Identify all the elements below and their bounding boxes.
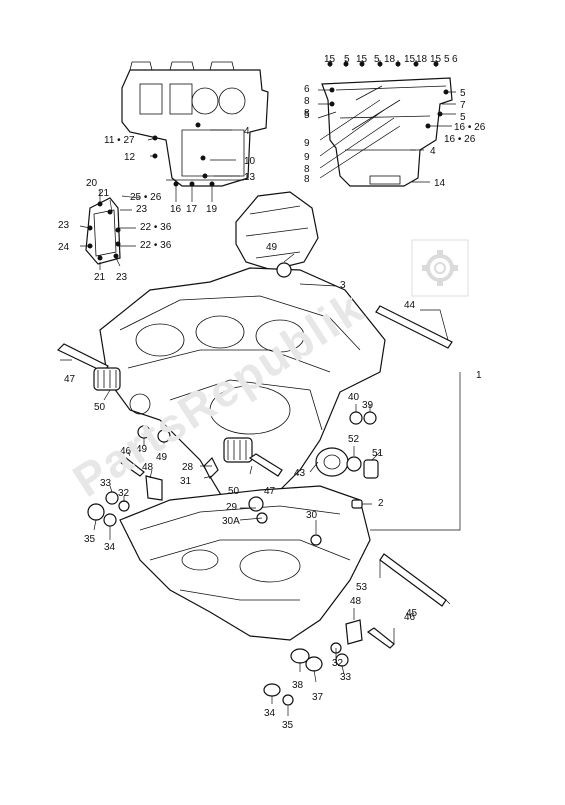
- part-label-l34b: 34: [264, 708, 276, 719]
- part-label-l37: 37: [312, 692, 324, 703]
- part-label-l13: 13: [244, 172, 256, 183]
- part-label-l47b: 47: [264, 486, 276, 497]
- part-label-l50b: 50: [228, 486, 240, 497]
- part-label-l30A: 30A: [222, 516, 240, 527]
- part-label-l32b: 32: [332, 658, 344, 669]
- part-label-l5d: 5: [460, 88, 466, 99]
- part-label-l21b: 21: [94, 272, 106, 283]
- part-label-l44: 44: [404, 300, 416, 311]
- part-label-l21a: 21: [98, 188, 110, 199]
- part-label-l17: 17: [186, 204, 198, 215]
- part-label-l6a: 6: [452, 54, 458, 65]
- part-label-l9a: 9: [304, 138, 310, 149]
- part-label-l12: 12: [124, 152, 136, 163]
- part-label-l14: 14: [434, 178, 446, 189]
- part-label-l10: 10: [244, 156, 256, 167]
- part-label-l15c: 15: [404, 54, 416, 65]
- part-label-l46b: 46: [404, 612, 416, 623]
- part-label-l19: 19: [206, 204, 218, 215]
- part-label-l28: 28: [182, 462, 194, 473]
- part-label-l48a: 48: [142, 462, 154, 473]
- clutch-side-cover: [235, 191, 319, 271]
- part-label-l1: 1: [476, 370, 482, 381]
- part-label-l52: 52: [348, 434, 360, 445]
- part-label-l8b: 8: [304, 108, 310, 119]
- part-label-l53: 53: [356, 582, 368, 593]
- part-label-l1127: 11 • 27: [104, 135, 135, 146]
- part-label-l2526: 25 • 26: [130, 192, 162, 203]
- part-label-l3: 3: [340, 280, 346, 291]
- part-label-l39: 39: [362, 400, 374, 411]
- part-label-l50a: 50: [94, 402, 106, 413]
- part-label-l40: 40: [348, 392, 360, 403]
- part-label-l5f: 5: [304, 110, 310, 121]
- part-label-l5e: 5: [460, 112, 466, 123]
- part-label-l51: 51: [372, 448, 384, 459]
- upper-crankcase-side-view: [121, 61, 269, 187]
- part-label-l49a: 49: [266, 242, 278, 253]
- part-label-l49c: 49: [156, 452, 168, 463]
- part-label-l38: 38: [292, 680, 304, 691]
- part-label-l15a: 15: [324, 54, 336, 65]
- part-label-l23b: 23: [58, 220, 70, 231]
- part-label-l35a: 35: [84, 534, 96, 545]
- part-label-l18b: 18: [416, 54, 428, 65]
- part-label-l46a: 46: [120, 446, 132, 457]
- part-label-l2: 2: [378, 498, 384, 509]
- part-label-l8a: 8: [304, 96, 310, 107]
- part-label-l43: 43: [294, 468, 306, 479]
- part-label-l5b: 5: [374, 54, 380, 65]
- part-label-l49b: 49: [136, 444, 148, 455]
- part-label-l8d: 8: [304, 174, 310, 185]
- part-label-l5a: 5: [344, 54, 350, 65]
- part-label-l6b: 6: [304, 84, 310, 95]
- gear-icon: [422, 250, 458, 286]
- part-label-l33b: 33: [340, 672, 352, 683]
- part-label-l47a: 47: [64, 374, 76, 385]
- part-label-l45: 45: [406, 608, 418, 619]
- part-label-l32a: 32: [118, 488, 130, 499]
- main-crankcase-assembly: [99, 267, 386, 641]
- part-label-l16: 16: [170, 204, 182, 215]
- part-label-l23a: 23: [136, 204, 148, 215]
- part-label-l9b: 9: [304, 152, 310, 163]
- small-parts: [56, 262, 453, 706]
- part-label-l15d: 15: [430, 54, 442, 65]
- part-label-l4b: 4: [430, 146, 436, 157]
- part-label-l7: 7: [460, 100, 466, 111]
- part-label-l1626a: 16 • 26: [454, 122, 486, 133]
- part-label-l20: 20: [86, 178, 98, 189]
- part-label-l24: 24: [58, 242, 70, 253]
- part-label-l1626b: 16 • 26: [444, 134, 476, 145]
- part-label-l15b: 15: [356, 54, 368, 65]
- part-label-l23c: 23: [116, 272, 128, 283]
- part-label-l35b: 35: [282, 720, 294, 731]
- breather-cover-plate: [85, 197, 121, 265]
- part-label-l8c: 8: [304, 164, 310, 175]
- lower-crankcase-bottom-view: [321, 61, 453, 187]
- part-label-l30: 30: [306, 510, 318, 521]
- part-label-l2236b: 22 • 36: [140, 240, 172, 251]
- part-label-l29: 29: [226, 502, 238, 513]
- leader-lines: [60, 60, 461, 716]
- part-label-l18a: 18: [384, 54, 396, 65]
- part-label-l34a: 34: [104, 542, 116, 553]
- part-label-l33a: 33: [100, 478, 112, 489]
- part-label-l31: 31: [180, 476, 192, 487]
- part-label-l4a: 4: [244, 126, 250, 137]
- part-label-l5c: 5: [444, 54, 450, 65]
- part-label-l48b: 48: [350, 596, 362, 607]
- part-label-l2236a: 22 • 36: [140, 222, 172, 233]
